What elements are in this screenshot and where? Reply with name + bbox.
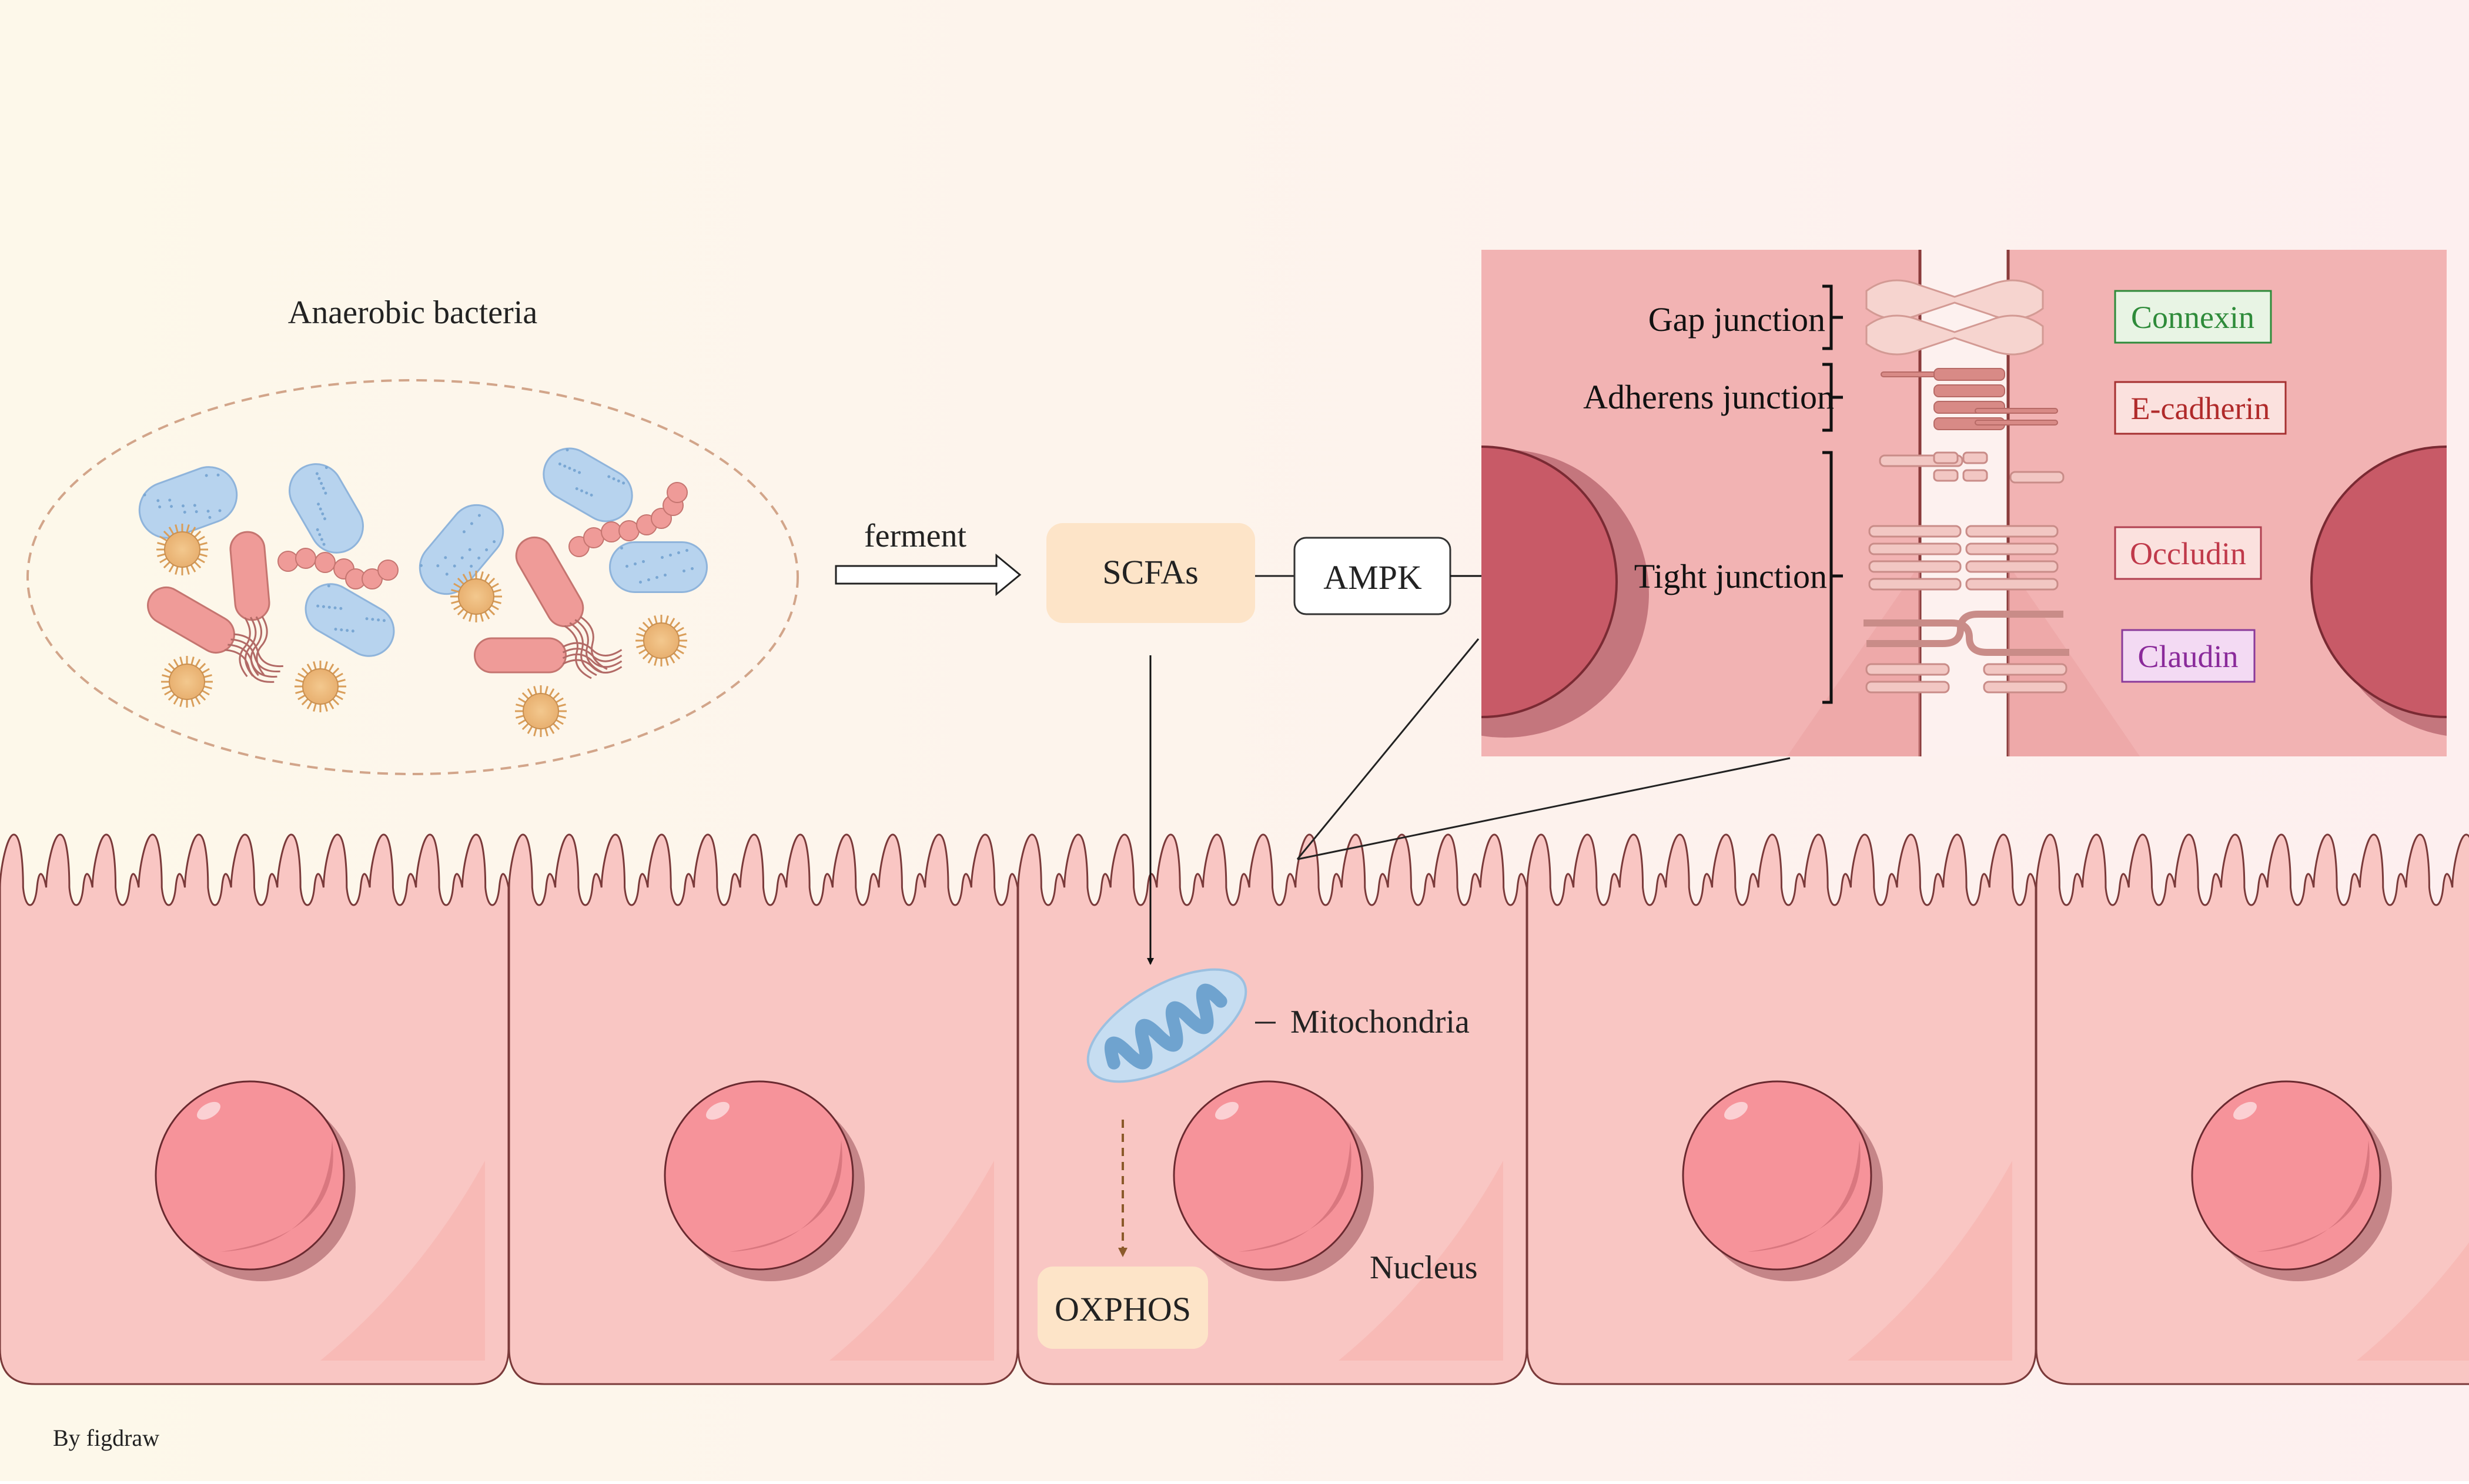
scfas-box [1046,523,1255,623]
nucleus-label: Nucleus [1370,1249,1478,1286]
nucleus-highlight [706,1101,730,1120]
spiky-coccus [450,571,502,622]
streptococcus-chain [568,482,688,557]
blue-rod-bacterium [419,504,504,595]
gap-junction-label: Gap junction [1648,300,1825,339]
gap-junction-bracket [1822,284,1843,350]
occludin-label: Occludin [2130,536,2246,571]
nucleus-highlight [197,1101,220,1120]
bacteria-title: Anaerobic bacteria [288,294,538,331]
junction-inset: Gap junction Adherens junction Tight jun… [1481,250,2447,756]
ampk-label: AMPK [1323,558,1422,597]
cell-shading [2357,1242,2469,1361]
ferment-label: ferment [864,518,967,554]
cadherin-structure [1881,368,2058,430]
spiky-coccus [295,661,346,712]
cell-shading [829,1161,994,1361]
tight-junction-label: Tight junction [1634,557,1827,595]
spiky-coccus [635,615,687,666]
bacteria-ellipse-outline [26,379,799,775]
adherens-junction-bracket [1822,363,1843,432]
credit-text: By figdraw [53,1425,159,1451]
epithelial-cell [0,833,510,1385]
ecadherin-label: E-cadherin [2131,391,2270,426]
claudin-label: Claudin [2138,639,2239,674]
inset-nucleus-left [1481,445,1618,718]
oxphos-label: OXPHOS [1055,1290,1191,1328]
epithelial-cell [1017,833,1528,1385]
inset-nucleus-right [2310,445,2447,718]
cell-shading [1848,1161,2012,1361]
mitochondria-label: Mitochondria [1290,1004,1470,1040]
red-rod-bacterium [474,637,623,674]
adherens-junction-label: Adherens junction [1583,378,1834,416]
tight-junction-bracket [1822,451,1843,704]
red-rod-bacterium [229,531,270,677]
nucleus [2191,1080,2381,1271]
red-rod-bacterium [147,587,283,683]
blue-rod-bacterium [289,463,364,554]
epithelial-cell [1526,833,2037,1385]
spiky-coccus [161,656,213,708]
nucleus [155,1080,345,1271]
nucleus [1682,1080,1872,1271]
bacteria-cluster [26,379,799,775]
cell-shading [320,1161,485,1361]
streptococcus-chain [277,548,399,589]
connexin-box [2114,290,2272,344]
epithelial-cell [508,833,1019,1385]
spiky-coccus [515,685,567,737]
nucleus-highlight [1724,1101,1748,1120]
cell-shading [1339,1161,1503,1361]
bacteria-group [138,447,708,737]
tight-junction-strands [1864,451,2069,694]
spiky-coccus [156,524,208,575]
epithelial-cell-layer [0,833,2469,1385]
connexin-label: Connexin [2131,300,2254,335]
blue-rod-bacterium [543,447,633,522]
mitochondria [1086,968,1247,1083]
zoom-line-right [1297,757,1791,860]
nucleus-highlight [2233,1101,2257,1120]
zoom-line-left [1296,638,1480,860]
scfas-label: SCFAs [1102,553,1198,591]
occludin-box [2114,526,2262,580]
claudin-box [2121,629,2256,683]
connexon-structure [1865,279,2044,356]
blue-rod-bacterium [138,466,238,539]
blue-rod-bacterium [609,541,708,593]
nucleus [664,1080,854,1271]
oxphos-box [1038,1267,1208,1349]
blue-rod-bacterium [305,583,395,657]
red-rod-bacterium [515,536,608,679]
epithelial-cell [2035,833,2469,1385]
ferment-arrow [835,553,1022,597]
nucleus [1173,1080,1363,1271]
nucleus-highlight [1215,1101,1239,1120]
ecadherin-box [2114,381,2287,435]
